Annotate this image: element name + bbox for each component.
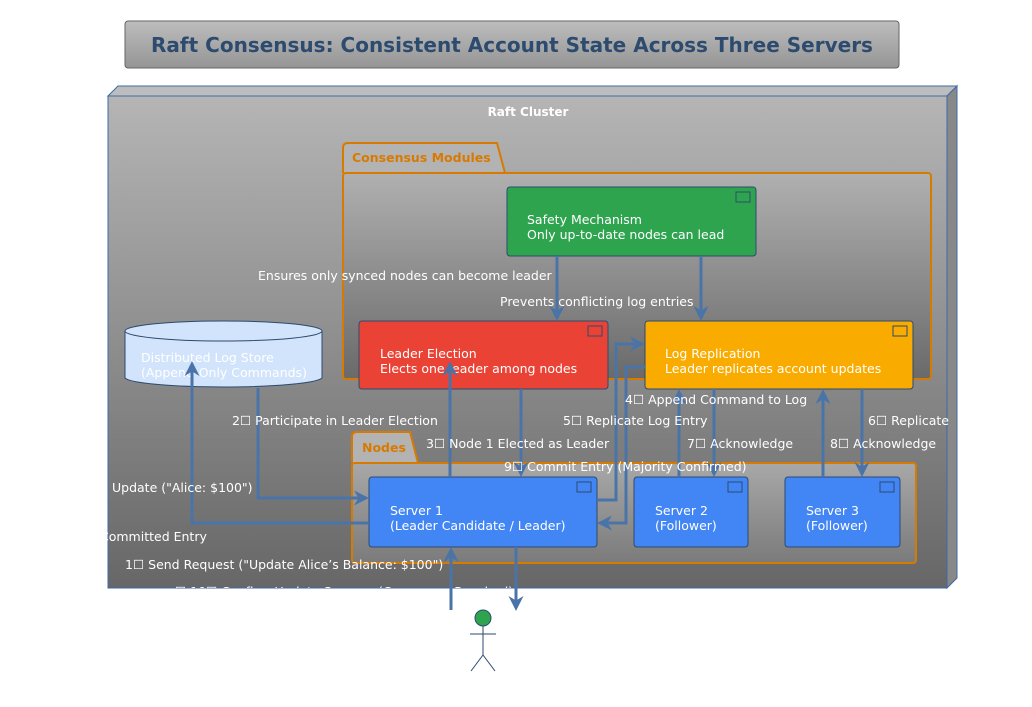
title-box: Raft Consensus: Consistent Account State… (124, 20, 900, 69)
leader-election-component[interactable]: Leader Election Elects one leader among … (358, 320, 609, 390)
edge-5 (597, 336, 645, 502)
user-actor-icon[interactable] (470, 609, 496, 672)
label-edge-5: 5☐ Replicate Log Entry (563, 413, 708, 428)
database-desc: (Append-Only Commands) (141, 365, 307, 380)
component-title: Leader Election (380, 346, 477, 361)
component-title: Server 1 (390, 503, 443, 518)
component-desc: (Leader Candidate / Leader) (390, 518, 566, 533)
label-edge-8: 8☐ Acknowledge (830, 436, 936, 451)
component-icon (727, 481, 743, 493)
server-1-component[interactable]: Server 1 (Leader Candidate / Leader) (368, 476, 598, 548)
log-replication-component[interactable]: Log Replication Leader replicates accoun… (644, 320, 914, 390)
edge-labels: Ensures only synced nodes can become lea… (100, 268, 949, 599)
server-2-component[interactable]: Server 2 (Follower) (633, 476, 749, 548)
label-edge-7: 7☐ Acknowledge (687, 436, 793, 451)
label-edge-10: ☐ 10☐ Confirm Update Success (Consensus … (175, 584, 513, 599)
label-committed: Committed Entry (100, 529, 207, 544)
label-edge-9: 9☐ Commit Entry (Majority Confirmed) (504, 459, 747, 474)
component-icon (576, 481, 592, 493)
component-icon (587, 325, 603, 337)
server-3-component[interactable]: Server 3 (Follower) (784, 476, 901, 548)
label-edge-3: 3☐ Node 1 Elected as Leader (426, 436, 610, 451)
label-update: Update ("Alice: $100") (112, 480, 253, 495)
component-title: Safety Mechanism (527, 212, 642, 227)
component-icon (892, 325, 908, 337)
label-edge-6: 6☐ Replicate (868, 413, 949, 428)
database-title: Distributed Log Store (141, 350, 274, 365)
component-desc: (Follower) (655, 518, 717, 533)
component-desc: Only up-to-date nodes can lead (527, 227, 724, 242)
label-safety-election: Ensures only synced nodes can become lea… (258, 268, 553, 283)
safety-mechanism-component[interactable]: Safety Mechanism Only up-to-date nodes c… (506, 186, 757, 257)
component-title: Log Replication (665, 346, 760, 361)
component-desc: Leader replicates account updates (665, 361, 881, 376)
component-icon (879, 481, 895, 493)
label-safety-replication: Prevents conflicting log entries (500, 294, 694, 309)
edge-committed (597, 365, 645, 531)
component-icon (735, 191, 751, 203)
edges (184, 256, 870, 611)
edge-update (184, 361, 369, 525)
distributed-log-store-database[interactable]: Distributed Log Store (Append-Only Comma… (124, 320, 323, 388)
component-title: Server 2 (655, 503, 708, 518)
label-edge-2: 2☐ Participate in Leader Election (232, 413, 438, 428)
cluster-label: Raft Cluster (488, 105, 569, 119)
diagram-title: Raft Consensus: Consistent Account State… (151, 33, 873, 57)
consensus-package-label: Consensus Modules (352, 150, 491, 165)
label-edge-1: 1☐ Send Request ("Update Alice’s Balance… (125, 557, 443, 572)
edge-2 (256, 388, 369, 506)
component-desc: Elects one leader among nodes (380, 361, 577, 376)
nodes-package-label: Nodes (362, 440, 406, 455)
component-desc: (Follower) (806, 518, 868, 533)
component-title: Server 3 (806, 503, 859, 518)
label-edge-4: 4☐ Append Command to Log (625, 392, 807, 407)
